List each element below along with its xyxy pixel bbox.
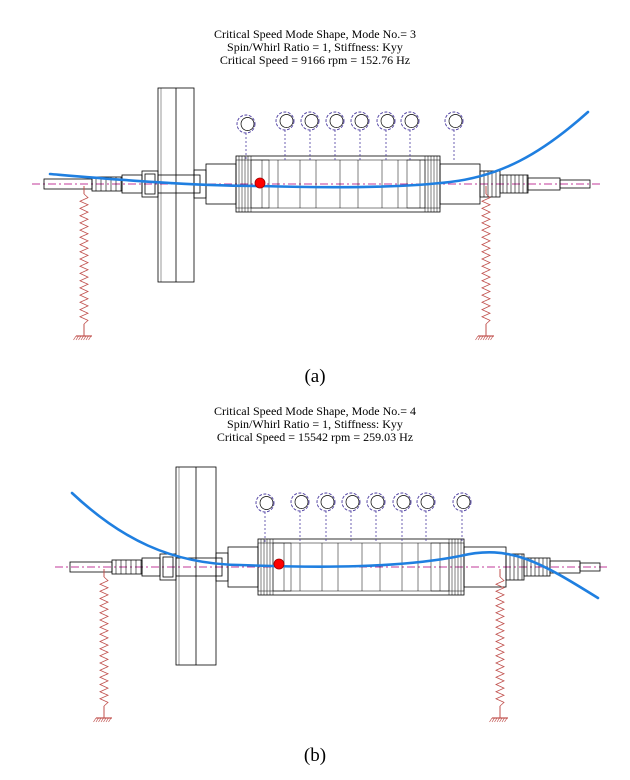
impeller-disk — [275, 111, 295, 160]
figure-a-caption: (a) — [304, 366, 326, 387]
impeller-disk — [444, 111, 464, 160]
figure-b-title: Critical Speed Mode Shape, Mode No.= 4 S… — [0, 405, 630, 444]
impeller-disk — [392, 492, 412, 543]
figure-b: Critical Speed Mode Shape, Mode No.= 4 S… — [0, 390, 630, 780]
body-ring-left — [250, 159, 270, 209]
figure-b-title-line-1: Critical Speed Mode Shape, Mode No.= 4 — [213, 404, 417, 418]
impeller-disk — [350, 111, 370, 160]
figure-a-title-line-1: Critical Speed Mode Shape, Mode No.= 3 — [213, 27, 417, 41]
mode-shape-curve — [70, 491, 600, 600]
shaft-left-collar-inner — [162, 556, 174, 578]
rotor-diagram-a — [32, 87, 600, 341]
impeller-disk — [290, 492, 310, 543]
impeller-disk — [236, 114, 256, 160]
impeller-disk — [341, 492, 361, 543]
shaft-right-tip — [579, 562, 601, 572]
impeller-disk — [416, 492, 436, 543]
figure-a-title-line-2: Spin/Whirl Ratio = 1, Stiffness: Kyy — [227, 40, 403, 54]
impeller-disk — [255, 493, 275, 543]
figure-b-title-line-2: Spin/Whirl Ratio = 1, Stiffness: Kyy — [227, 417, 403, 431]
bearing-spring — [93, 569, 112, 723]
figure-b-caption: (b) — [303, 745, 327, 766]
bearing-spring — [489, 569, 508, 723]
impeller-disk — [316, 492, 336, 543]
impeller-disk — [376, 111, 396, 160]
figure-a: Critical Speed Mode Shape, Mode No.= 3 S… — [0, 28, 630, 387]
shaft-left-collar-inner — [144, 173, 156, 195]
figure-a-title-line-3: Critical Speed = 9166 rpm = 152.76 Hz — [219, 53, 411, 67]
bearing-spring — [73, 186, 92, 341]
unbalance-marker — [254, 177, 266, 189]
impeller-disk — [400, 111, 420, 160]
impeller-disk — [366, 492, 386, 543]
impeller-disk — [325, 111, 345, 160]
impeller-disk — [300, 111, 320, 160]
mode-shape-curve — [48, 110, 590, 189]
rotor-diagram-b — [55, 466, 610, 723]
unbalance-marker — [273, 558, 285, 570]
shaft-right-tip — [559, 179, 591, 189]
impeller-disk — [452, 492, 472, 543]
figure-b-title-line-3: Critical Speed = 15542 rpm = 259.03 Hz — [216, 430, 414, 444]
bearing-spring — [475, 186, 494, 341]
figure-a-title: Critical Speed Mode Shape, Mode No.= 3 S… — [0, 28, 630, 67]
